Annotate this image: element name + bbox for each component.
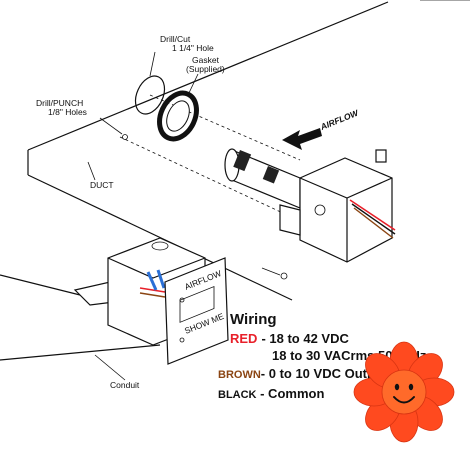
smiley-flower-icon [353, 341, 455, 443]
sensor-housing [279, 149, 396, 263]
sensor-probe [224, 148, 301, 209]
wiring-brown-line: - 0 to 10 VDC Output [261, 366, 388, 381]
wiring-red-label: RED [230, 331, 257, 346]
wiring-red-row: RED - 18 to 42 VDC [230, 331, 349, 346]
wiring-red-line1: - 18 to 42 VDC [261, 331, 349, 346]
wiring-brown-row: BROWN- 0 to 10 VDC Output [218, 366, 388, 381]
airflow-label: AIRFLOW [318, 107, 360, 132]
screw-icon [261, 267, 288, 280]
wiring-black-line: - Common [257, 386, 325, 401]
drill-punch-size-label: 1/8" Holes [48, 107, 87, 117]
drill-punch-label: Drill/PUNCH [36, 98, 83, 108]
wiring-title: Wiring [230, 311, 277, 328]
duct-wall [27, 0, 470, 301]
gasket-note-label: (Supplied) [186, 64, 225, 74]
wiring-black-row: BLACK - Common [218, 386, 324, 401]
wiring-brown-label: BROWN [218, 369, 261, 381]
airflow-arrow-icon [282, 128, 322, 150]
gasket-label: Gasket [192, 55, 220, 65]
front-panel [164, 257, 229, 365]
drill-cut-size-label: 1 1/4" Hole [172, 43, 214, 53]
pilot-hole [122, 134, 128, 140]
drill-hole [134, 75, 166, 115]
drill-cut-label: Drill/Cut [160, 34, 191, 44]
duct-label: DUCT [90, 180, 114, 190]
wiring-black-label: BLACK [218, 389, 257, 401]
conduit-label: Conduit [110, 380, 140, 390]
